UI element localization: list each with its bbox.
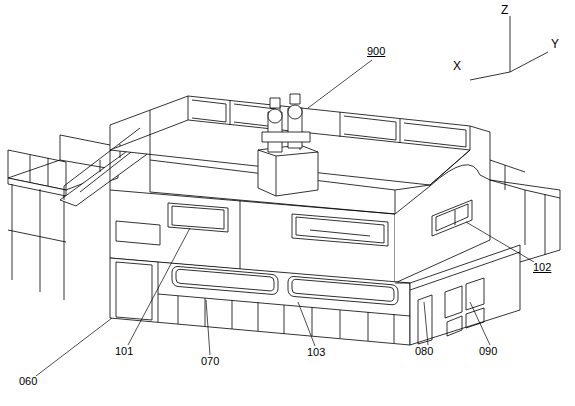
callout-number: 102 <box>532 262 552 273</box>
axis-triad <box>470 16 548 80</box>
motor-unit <box>258 94 318 196</box>
callout-number: 101 <box>114 346 134 357</box>
leader-lines <box>36 60 534 376</box>
callout-number: 060 <box>18 376 38 387</box>
callout-number: 070 <box>200 356 220 367</box>
axis-label: Y <box>550 38 560 50</box>
axis-label: Z <box>500 4 509 16</box>
callout-number: 080 <box>414 346 434 357</box>
callout-number: 103 <box>306 347 326 358</box>
callout-number: 090 <box>478 346 498 357</box>
callout-number: 900 <box>366 46 386 57</box>
axis-label: X <box>452 60 462 72</box>
lower-cabinet <box>110 180 560 345</box>
